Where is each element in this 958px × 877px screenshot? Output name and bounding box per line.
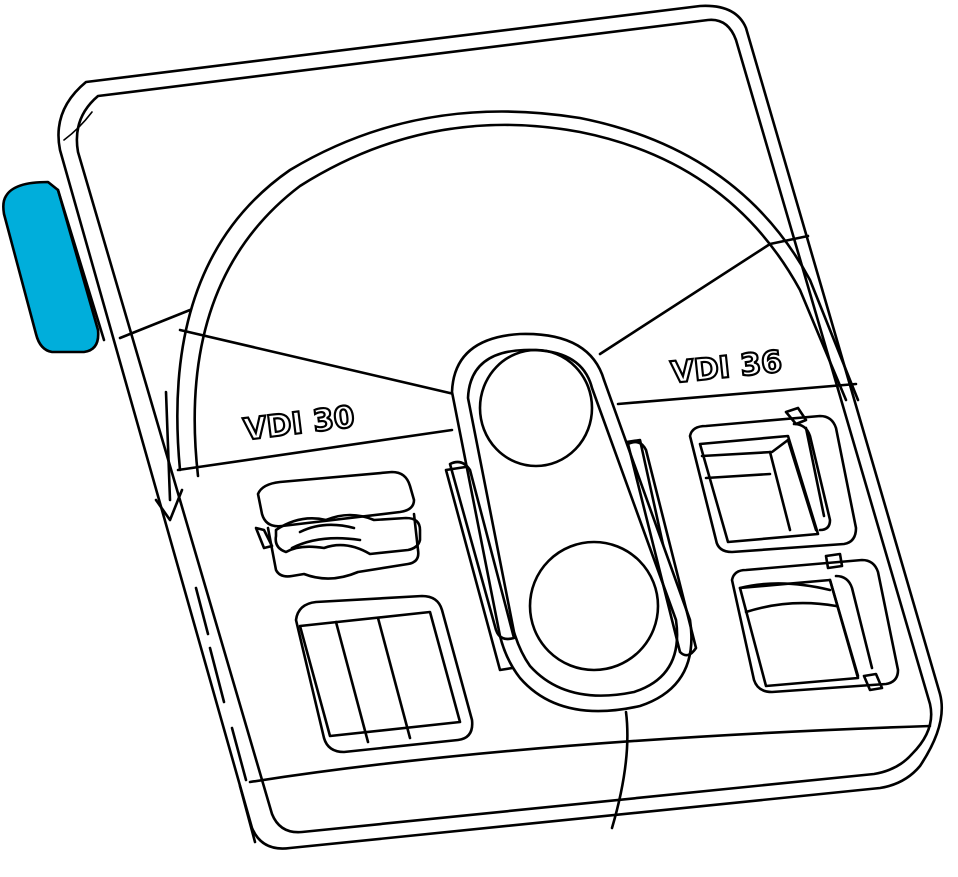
lower-round-hole xyxy=(528,540,660,672)
vdi30-slot-upper xyxy=(254,470,422,580)
vdi30-slot-lower xyxy=(294,594,474,754)
front-edge xyxy=(248,710,932,830)
vdi36-slot-lower xyxy=(730,552,900,694)
upper-round-hole xyxy=(478,348,594,468)
vdi36-slot-upper xyxy=(688,406,858,554)
side-tab xyxy=(2,180,106,354)
central-oval-window xyxy=(444,332,698,713)
indexing-disc xyxy=(154,110,860,522)
